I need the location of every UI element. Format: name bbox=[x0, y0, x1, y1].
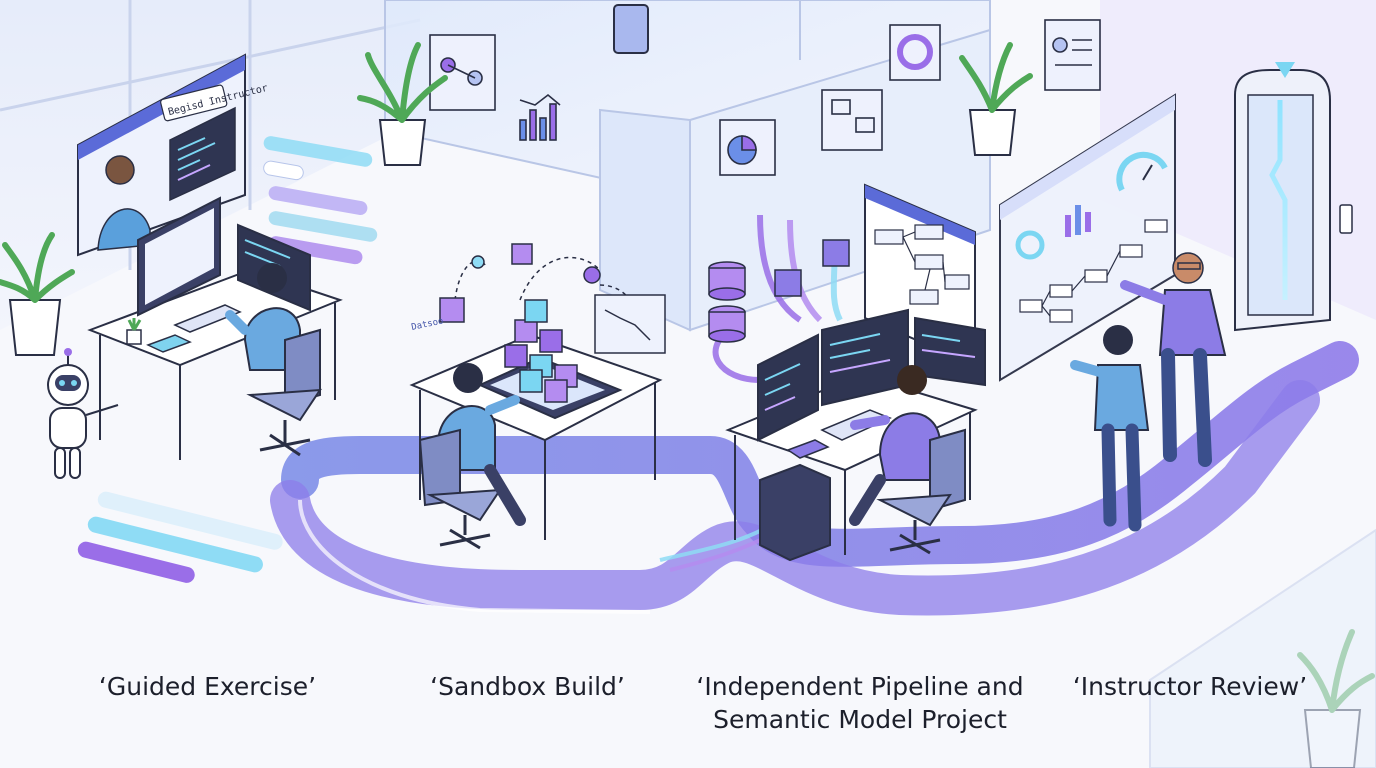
instructor-figure bbox=[1120, 252, 1227, 467]
glass-wall-charts bbox=[429, 19, 1101, 176]
plant-icon-back-right bbox=[959, 42, 1033, 156]
sandbox-block-stack bbox=[504, 299, 578, 403]
database-icon bbox=[708, 239, 850, 343]
gauge-icon bbox=[1116, 151, 1168, 192]
caption-guided-exercise: ‘Guided Exercise’ bbox=[98, 672, 317, 701]
learning-progress-path-lower bbox=[270, 380, 1320, 616]
robot-assistant-icon bbox=[47, 348, 119, 479]
sandbox-floating-nodes: Datsoo bbox=[411, 243, 666, 354]
elevator-button-icon bbox=[1339, 204, 1353, 234]
student-2 bbox=[418, 363, 526, 550]
caption-independent-pipeline: ‘Independent Pipeline and Semantic Model… bbox=[690, 670, 1030, 736]
student-3 bbox=[849, 365, 966, 555]
bar-chart-icon bbox=[1065, 205, 1091, 237]
door-icon bbox=[1234, 62, 1353, 332]
caption-independent-pipeline-line1: ‘Independent Pipeline and bbox=[696, 672, 1024, 701]
plant-icon-left bbox=[0, 232, 75, 356]
floating-progress-bars bbox=[77, 136, 378, 583]
caption-instructor-review: ‘Instructor Review’ bbox=[1072, 672, 1308, 701]
analytics-dashboard-screen bbox=[999, 93, 1176, 382]
instructor-video-screen: Begisd Instructor bbox=[77, 53, 269, 257]
caption-sandbox-build: ‘Sandbox Build’ bbox=[430, 672, 625, 701]
caption-independent-pipeline-line2: Semantic Model Project bbox=[713, 705, 1007, 734]
reviewer-student-figure bbox=[1070, 325, 1150, 532]
student-1 bbox=[225, 263, 322, 457]
desk-guided-exercise bbox=[87, 196, 343, 460]
plant-icon-back-left bbox=[357, 42, 448, 166]
